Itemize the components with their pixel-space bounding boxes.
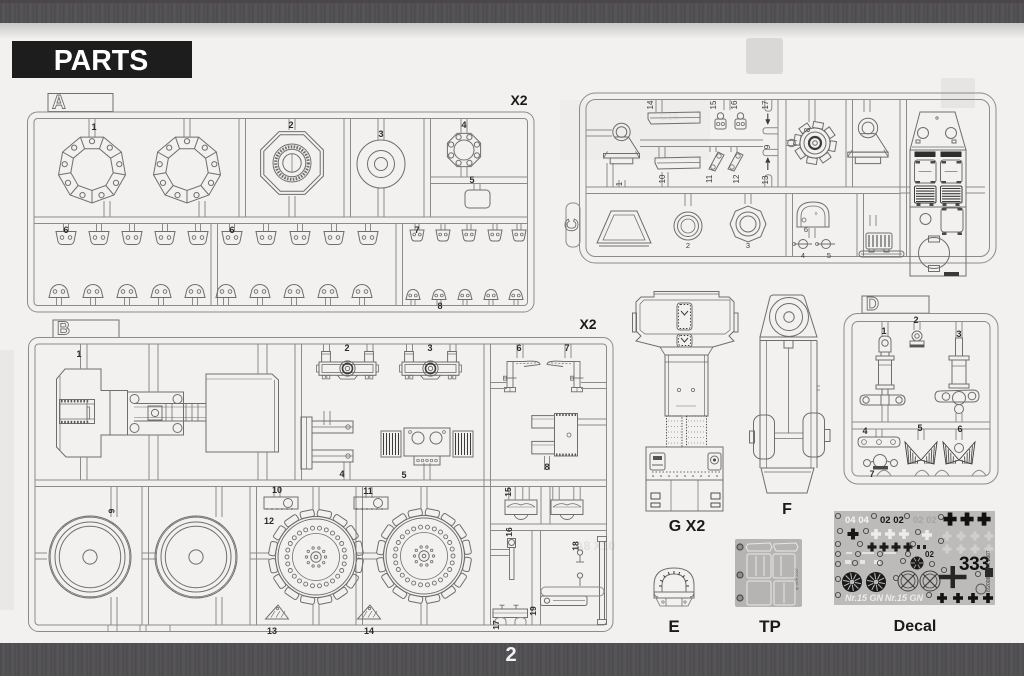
svg-text:3: 3	[746, 241, 750, 250]
svg-text:3: 3	[956, 329, 961, 339]
svg-text:14: 14	[364, 626, 374, 636]
svg-text:4: 4	[339, 469, 344, 479]
svg-text:Nr.15 GN: Nr.15 GN	[845, 593, 884, 603]
svg-text:17: 17	[491, 620, 501, 630]
svg-text:2: 2	[913, 315, 918, 325]
svg-text:A: A	[52, 93, 66, 114]
svg-text:18: 18	[571, 541, 581, 551]
svg-text:15: 15	[503, 487, 513, 497]
svg-text:B: B	[57, 319, 70, 339]
svg-text:02 02: 02 02	[880, 515, 904, 526]
svg-text:1: 1	[91, 122, 96, 132]
svg-text:3: 3	[427, 343, 432, 353]
svg-text:4: 4	[862, 426, 867, 436]
svg-text:PARTS: PARTS	[54, 45, 148, 77]
svg-text:14: 14	[646, 100, 655, 109]
svg-text:13: 13	[761, 175, 770, 184]
svg-text:333: 333	[959, 554, 989, 575]
svg-text:13: 13	[267, 626, 277, 636]
svg-text:6: 6	[804, 225, 808, 234]
svg-text:5: 5	[827, 251, 831, 260]
svg-text:X2: X2	[579, 316, 596, 332]
svg-text:02: 02	[925, 550, 934, 559]
svg-text:9: 9	[107, 508, 117, 513]
svg-text:2: 2	[686, 241, 690, 250]
svg-text:1: 1	[881, 326, 886, 336]
svg-text:6: 6	[516, 343, 521, 353]
svg-text:4: 4	[461, 120, 466, 130]
svg-text:1: 1	[76, 349, 81, 359]
svg-text:2: 2	[505, 644, 516, 666]
svg-text:tp etch 2007: tp etch 2007	[794, 567, 799, 590]
svg-text:6: 6	[63, 225, 68, 235]
svg-text:Decal: Decal	[894, 618, 937, 635]
svg-text:F: F	[782, 501, 792, 518]
svg-text:6: 6	[229, 225, 234, 235]
svg-text:16: 16	[730, 100, 739, 109]
svg-text:10: 10	[272, 485, 282, 495]
svg-text:X2: X2	[510, 92, 527, 108]
svg-text:12: 12	[264, 516, 274, 526]
svg-text:TP: TP	[759, 617, 781, 636]
svg-text:D: D	[866, 294, 879, 314]
svg-text:4: 4	[801, 251, 805, 260]
svg-text:16: 16	[504, 527, 514, 537]
svg-text:5: 5	[401, 470, 406, 480]
svg-text:19: 19	[528, 606, 538, 616]
svg-text:C: C	[562, 219, 582, 232]
svg-text:10: 10	[658, 174, 667, 183]
svg-text:02 02: 02 02	[913, 515, 937, 526]
svg-text:8: 8	[437, 301, 442, 311]
svg-text:5: 5	[469, 175, 474, 185]
svg-text:6: 6	[957, 424, 962, 434]
svg-text:2: 2	[344, 343, 349, 353]
svg-text:G X2: G X2	[669, 518, 706, 535]
svg-text:7: 7	[869, 469, 874, 479]
svg-text:17: 17	[761, 100, 770, 109]
svg-text:3: 3	[378, 129, 383, 139]
svg-text:7: 7	[414, 225, 419, 235]
svg-text:8: 8	[544, 462, 549, 472]
svg-text:11: 11	[705, 174, 714, 183]
svg-text:7: 7	[564, 343, 569, 353]
svg-text:Nr.15 GN: Nr.15 GN	[885, 593, 924, 603]
svg-text:o: o	[815, 211, 818, 217]
svg-text:04 04: 04 04	[845, 515, 869, 526]
svg-text:12: 12	[732, 174, 741, 183]
svg-text:E: E	[668, 617, 679, 636]
svg-text:1: 1	[615, 181, 624, 186]
svg-text:8: 8	[803, 127, 812, 132]
svg-text:9: 9	[763, 144, 772, 149]
svg-text:A8 X10: A8 X10	[575, 539, 615, 553]
svg-text:2: 2	[288, 120, 293, 130]
svg-text:11: 11	[363, 486, 373, 496]
svg-text:5: 5	[917, 423, 922, 433]
svg-text:15: 15	[709, 100, 718, 109]
